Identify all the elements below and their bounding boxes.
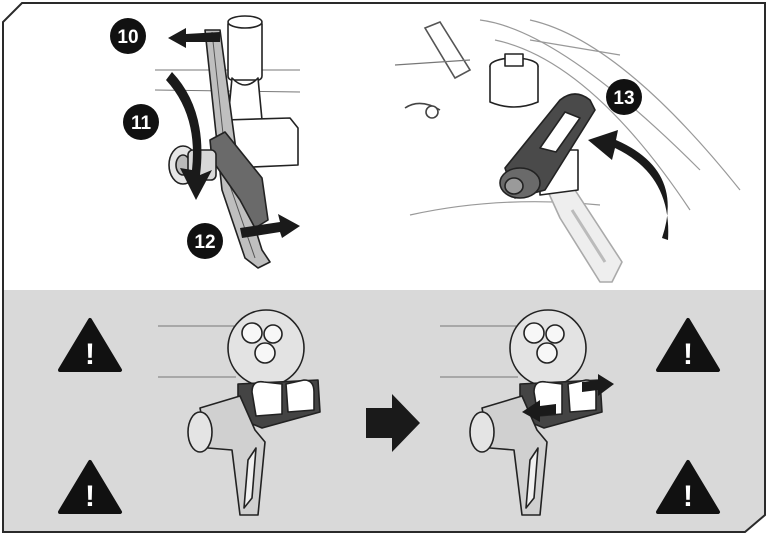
- detail-after: [440, 309, 603, 516]
- step-badge-12: 12: [187, 223, 223, 259]
- arrow-down-curve-icon: [166, 72, 212, 200]
- arrow-right-big-icon: [366, 394, 420, 452]
- arrow-right-small-icon: [582, 374, 614, 396]
- spread-arrows: [522, 374, 614, 422]
- svg-text:13: 13: [613, 88, 634, 109]
- warning-icon-1: !: [58, 318, 122, 372]
- step-badge-10: 10: [110, 18, 146, 54]
- detail-before: [158, 309, 321, 516]
- warning-icon-3: !: [656, 318, 720, 372]
- arrow-left-small-icon: [522, 400, 556, 422]
- svg-text:12: 12: [194, 232, 215, 253]
- page-frame: [2, 2, 766, 533]
- svg-text:!: !: [85, 480, 95, 513]
- warning-icon-4: !: [656, 460, 720, 514]
- step-arrow-13: [588, 130, 669, 240]
- step-arrows-left: [166, 28, 300, 238]
- arrow-right-icon: [240, 214, 300, 238]
- svg-text:!: !: [85, 338, 95, 371]
- svg-text:!: !: [683, 480, 693, 513]
- svg-text:!: !: [683, 338, 693, 371]
- step-badge-13: 13: [606, 79, 642, 115]
- arrow-left-icon: [168, 28, 220, 48]
- svg-text:11: 11: [131, 113, 152, 134]
- svg-text:10: 10: [117, 27, 138, 48]
- lever-body: [489, 53, 623, 283]
- step-badge-11: 11: [123, 104, 159, 140]
- warning-icon-2: !: [58, 460, 122, 514]
- arrow-curve-up-icon: [588, 130, 669, 240]
